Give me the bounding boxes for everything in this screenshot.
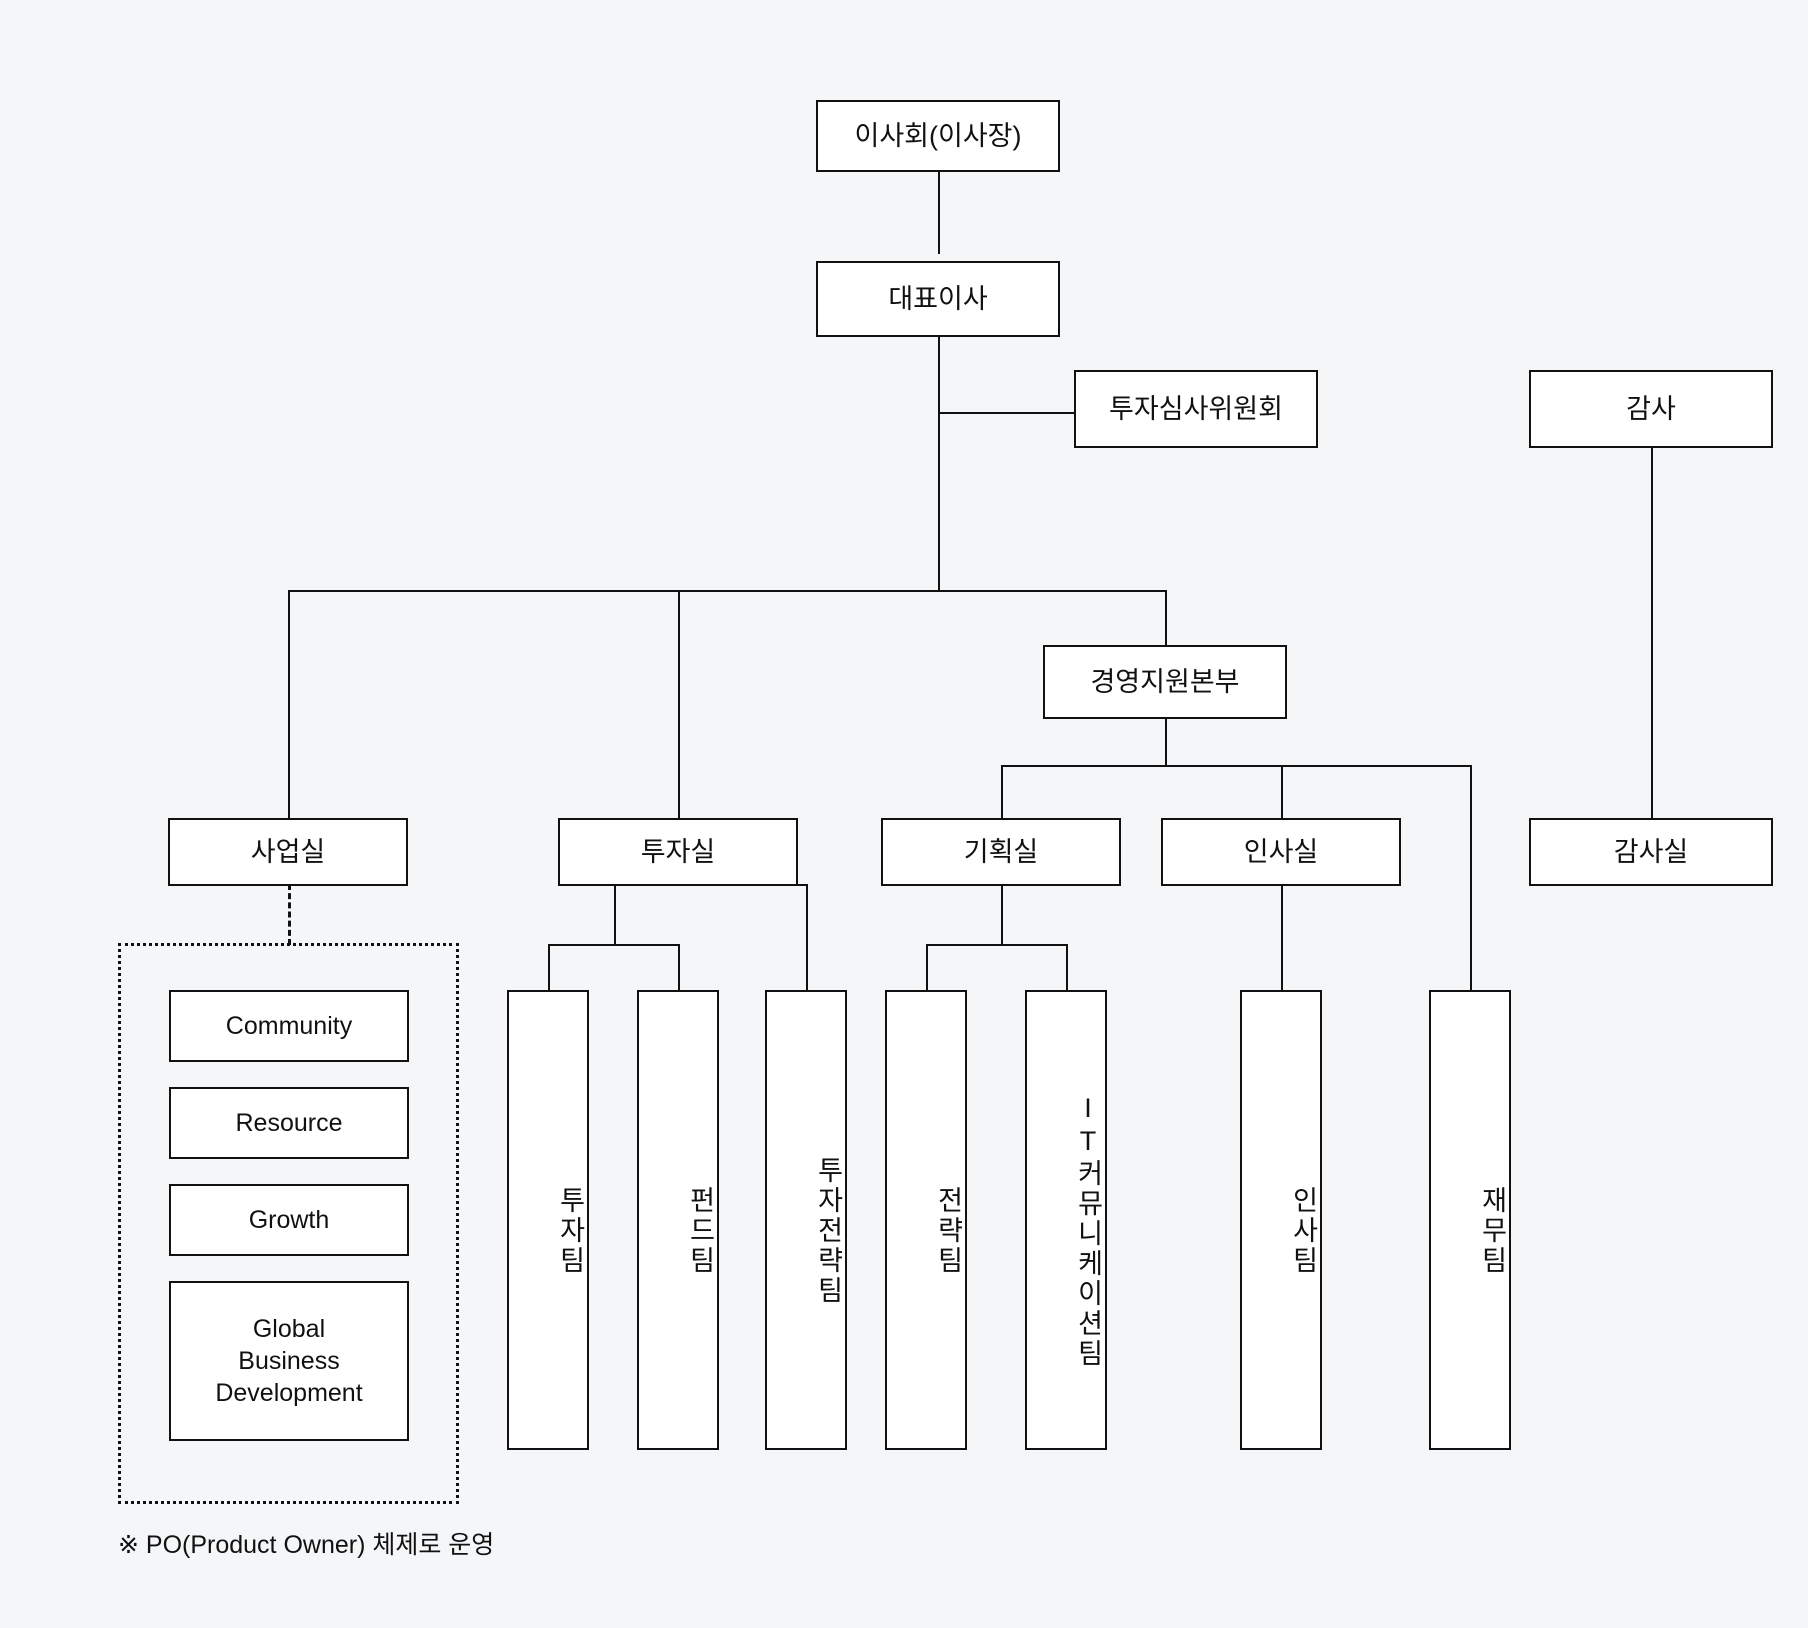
po-group-container — [118, 943, 459, 1504]
connector-ceo-to-committee — [938, 412, 1074, 414]
connector-auditor-to-audit-office — [1651, 445, 1653, 820]
node-hr-office-label: 인사실 — [1243, 836, 1319, 867]
connector-planning-office-down — [1001, 884, 1003, 944]
node-planning-office-label: 기획실 — [963, 836, 1039, 867]
po-item-resource-label: Resource — [235, 1109, 343, 1137]
node-management-support-hq[interactable]: 경영지원본부 — [1043, 645, 1287, 719]
connector-bus-to-management-hq — [1165, 590, 1167, 648]
connector-management-hq-down — [1165, 717, 1167, 765]
node-management-support-hq-label: 경영지원본부 — [1090, 666, 1240, 697]
node-auditor[interactable]: 감사 — [1529, 370, 1773, 448]
team-investment-strategy[interactable]: 투자전략팀 — [765, 990, 847, 1450]
connector-investment-office-lower-bus — [548, 944, 680, 946]
node-investment-committee[interactable]: 투자심사위원회 — [1074, 370, 1318, 448]
connector-to-investment-strategy-team — [806, 884, 808, 992]
connector-ceo-down — [938, 337, 940, 590]
connector-planning-office-bus — [926, 944, 1068, 946]
po-item-global-business-development[interactable]: Global Business Development — [169, 1281, 409, 1441]
connector-management-hq-bus — [1001, 765, 1471, 767]
connector-bus-to-planning-office — [1001, 765, 1003, 820]
connector-to-investment-team — [548, 944, 550, 992]
po-item-resource[interactable]: Resource — [169, 1087, 409, 1159]
node-hr-office[interactable]: 인사실 — [1161, 818, 1401, 886]
team-finance-label: 재무팀 — [1477, 1186, 1507, 1276]
node-ceo[interactable]: 대표이사 — [816, 261, 1060, 337]
po-item-community[interactable]: Community — [169, 990, 409, 1062]
connector-investment-bus-left-drop — [614, 884, 616, 944]
team-investment-label: 투자팀 — [555, 1186, 585, 1276]
team-hr[interactable]: 인사팀 — [1240, 990, 1322, 1450]
connector-to-it-communication-team — [1066, 944, 1068, 992]
connector-main-bus — [288, 590, 1167, 592]
node-audit-office[interactable]: 감사실 — [1529, 818, 1773, 886]
node-business-office[interactable]: 사업실 — [168, 818, 408, 886]
node-investment-office[interactable]: 투자실 — [558, 818, 798, 886]
team-it-communication-label: IT커뮤니케이션팀 — [1073, 1093, 1103, 1369]
po-item-growth-label: Growth — [248, 1206, 330, 1234]
node-investment-office-label: 투자실 — [640, 836, 716, 867]
connector-to-strategy-team — [926, 944, 928, 992]
node-ceo-label: 대표이사 — [888, 283, 988, 314]
team-investment-strategy-label: 투자전략팀 — [813, 1156, 843, 1306]
node-investment-committee-label: 투자심사위원회 — [1109, 393, 1283, 424]
node-audit-office-label: 감사실 — [1613, 836, 1689, 867]
connector-hr-office-to-hr-team — [1281, 884, 1283, 992]
connector-bus-to-finance-team — [1470, 765, 1472, 992]
node-auditor-label: 감사 — [1626, 393, 1676, 424]
team-fund[interactable]: 펀드팀 — [637, 990, 719, 1450]
team-strategy[interactable]: 전략팀 — [885, 990, 967, 1450]
team-hr-label: 인사팀 — [1288, 1186, 1318, 1276]
po-item-global-business-development-label: Global Business Development — [215, 1315, 363, 1407]
connector-bus-to-investment-office — [678, 590, 680, 820]
connector-board-to-ceo — [938, 172, 940, 254]
po-item-growth[interactable]: Growth — [169, 1184, 409, 1256]
connector-to-fund-team — [678, 944, 680, 992]
connector-business-office-to-po-group — [288, 884, 291, 945]
team-fund-label: 펀드팀 — [685, 1186, 715, 1276]
po-item-community-label: Community — [225, 1012, 353, 1040]
connector-bus-to-business-office — [288, 590, 290, 820]
team-it-communication[interactable]: IT커뮤니케이션팀 — [1025, 990, 1107, 1450]
po-footnote: ※ PO(Product Owner) 체제로 운영 — [118, 1531, 495, 1559]
node-board-label: 이사회(이사장) — [854, 120, 1022, 151]
node-business-office-label: 사업실 — [250, 836, 326, 867]
connector-bus-to-hr-office — [1281, 765, 1283, 820]
node-planning-office[interactable]: 기획실 — [881, 818, 1121, 886]
team-strategy-label: 전략팀 — [933, 1186, 963, 1276]
team-investment[interactable]: 투자팀 — [507, 990, 589, 1450]
node-board[interactable]: 이사회(이사장) — [816, 100, 1060, 172]
team-finance[interactable]: 재무팀 — [1429, 990, 1511, 1450]
